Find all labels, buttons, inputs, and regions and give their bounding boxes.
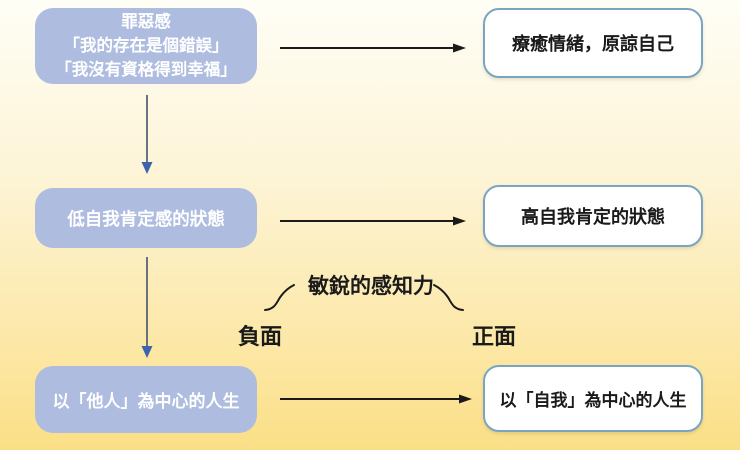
box-self-centered-life: 以「自我」為中心的人生 [483,365,703,432]
arrow-down-low-to-others [141,257,153,358]
box-guilt-line-1: 罪惡感 [121,13,171,31]
arrow-others-to-self [280,394,472,404]
box-guilt: 罪惡感 「我的存在是個錯誤」 「我沒有資格得到幸福」 [35,8,257,84]
box-high-self-esteem: 高自我肯定的狀態 [483,185,703,247]
box-heal-emotions: 療癒情緒，原諒自己 [483,8,703,78]
box-others-centered-life-text: 以「他人」為中心的人生 [52,392,240,411]
box-self-centered-life-text: 以「自我」為中心的人生 [499,391,687,410]
arrow-down-guilt-to-low [141,95,153,174]
label-positive: 正面 [471,324,516,349]
arrow-guilt-to-heal [280,43,466,53]
label-negative: 負面 [237,324,282,349]
box-guilt-line-2: 「我的存在是個錯誤」 [63,37,229,55]
label-keen-perception: 敏銳的感知力 [308,275,434,298]
brace-left-curve [264,284,295,311]
box-heal-emotions-text: 療癒情緒，原諒自己 [512,34,674,54]
arrow-low-to-high [280,216,466,226]
box-low-self-esteem-text: 低自我肯定感的狀態 [67,208,225,229]
box-others-centered-life: 以「他人」為中心的人生 [35,366,257,433]
box-low-self-esteem: 低自我肯定感的狀態 [35,188,257,248]
box-guilt-line-3: 「我沒有資格得到幸福」 [55,61,237,79]
box-high-self-esteem-text: 高自我肯定的狀態 [521,207,665,227]
